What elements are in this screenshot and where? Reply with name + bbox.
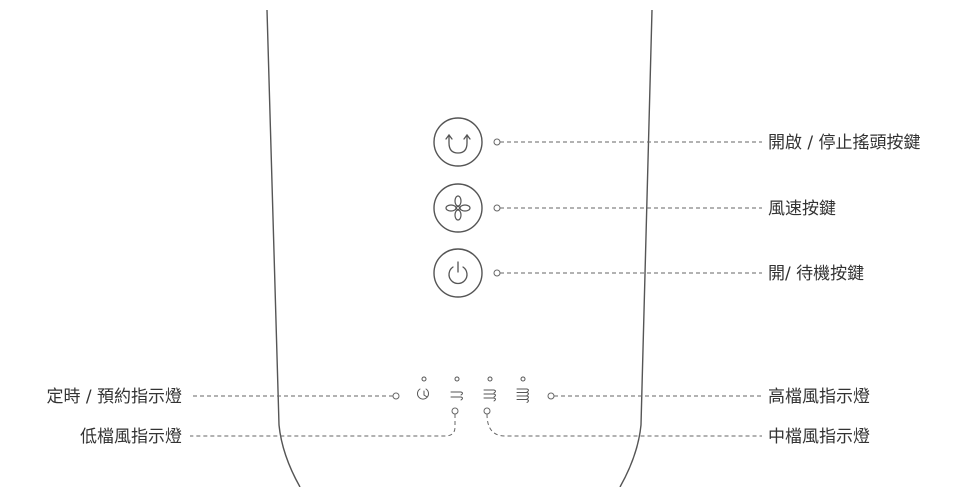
wind-high-icon [516,388,529,403]
device-right-edge [619,9,653,488]
device-body-outline [266,9,653,488]
low-indicator-dot [454,376,460,382]
power-button[interactable] [433,248,483,298]
button-leader-lines [493,138,762,277]
power-icon [448,261,468,285]
oscillation-icon [445,133,471,154]
wind-mid-icon [483,389,496,402]
speed-label: 風速按鍵 [768,199,836,219]
timer-indicator-dot [421,376,427,382]
timer-icon [417,388,429,400]
power-label: 開/ 待機按鍵 [768,264,864,284]
oscillation-label: 開啟 / 停止搖頭按鍵 [768,133,921,153]
high-indicator-dot [520,376,526,382]
indicator-leader-lines [190,392,762,437]
mid-indicator-dot [487,376,493,382]
device-left-edge [266,9,301,488]
mid-label: 中檔風指示燈 [768,427,870,447]
timer-label: 定時 / 預約指示燈 [46,387,182,407]
speed-button[interactable] [433,183,483,233]
fan-icon [445,195,471,221]
callout-labels: 開啟 / 停止搖頭按鍵 風速按鍵 開/ 待機按鍵 定時 / 預約指示燈 高檔風指… [46,133,920,447]
indicator-lights [417,376,529,403]
high-label: 高檔風指示燈 [768,387,870,407]
low-label: 低檔風指示燈 [80,427,182,447]
oscillation-button[interactable] [433,117,483,167]
wind-low-icon [450,391,463,401]
